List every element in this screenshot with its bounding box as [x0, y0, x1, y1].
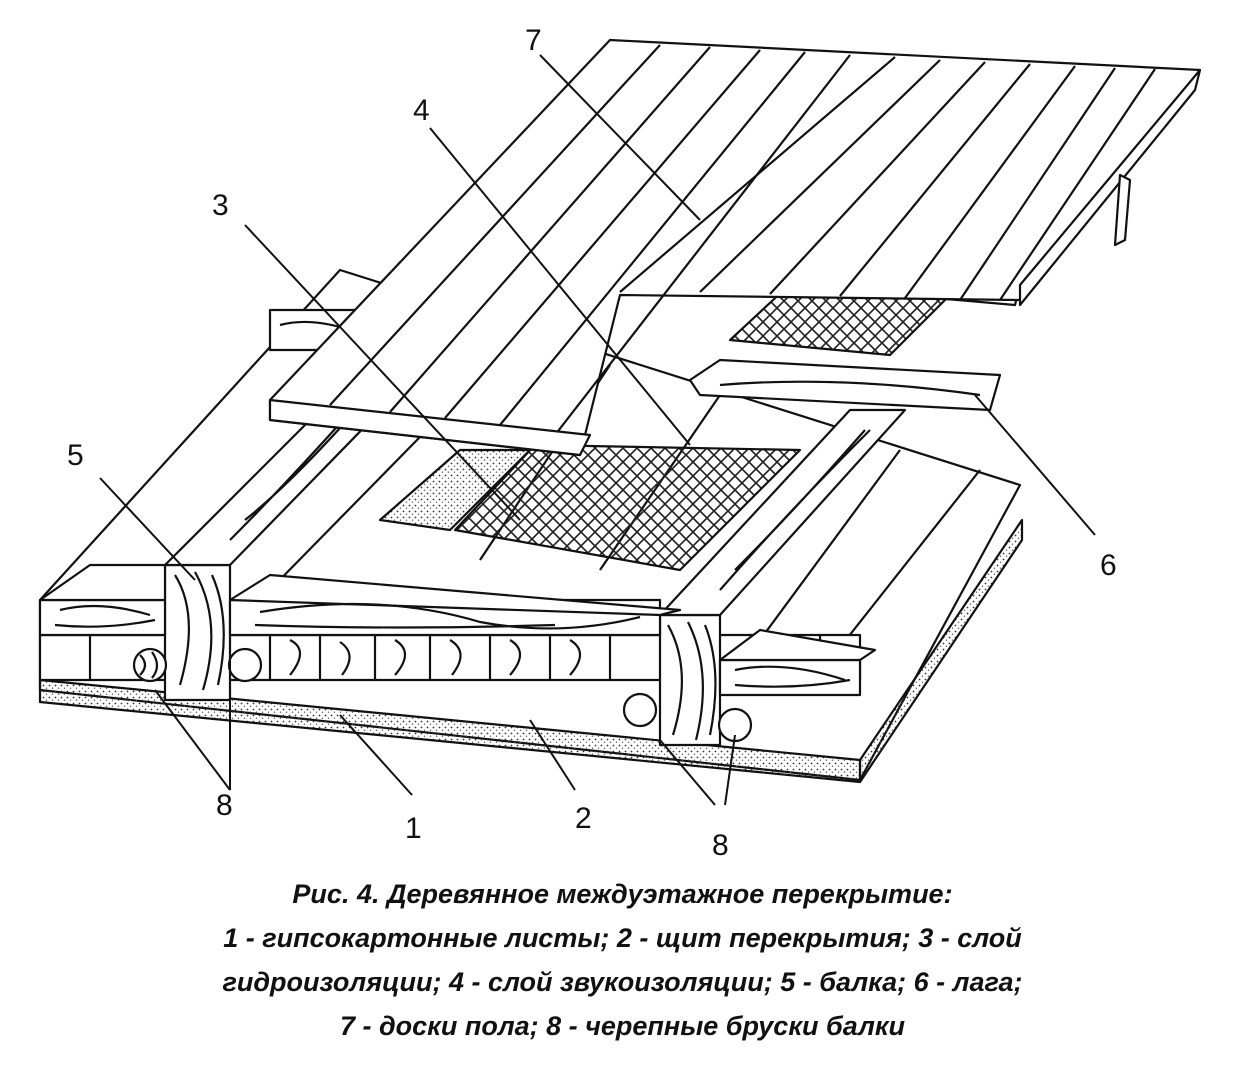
callout-6: 6 — [1100, 549, 1117, 582]
callout-1: 1 — [405, 812, 422, 845]
lag-upper — [688, 358, 1002, 412]
callout-8-left: 8 — [216, 789, 233, 822]
callout-7: 7 — [525, 24, 542, 57]
floor-board-lines — [329, 44, 1156, 436]
left-beam — [163, 563, 232, 702]
figure-caption: Рис. 4. Деревянное междуэтажное перекрыт… — [0, 872, 1245, 1048]
callout-leaders — [99, 54, 1096, 806]
callout-5: 5 — [67, 439, 84, 472]
caption-line-3: гидроизоляции; 4 - слой звукоизоляции; 5… — [222, 967, 1023, 997]
caption-line-4: 7 - доски пола; 8 - черепные бруски балк… — [339, 1011, 906, 1041]
callout-3: 3 — [212, 189, 229, 222]
caption-line-2: 1 - гипсокартонные листы; 2 - щит перекр… — [223, 923, 1022, 953]
callout-2: 2 — [575, 802, 592, 835]
caption-line-1: Рис. 4. Деревянное междуэтажное перекрыт… — [292, 879, 953, 909]
callout-8-right: 8 — [712, 829, 729, 860]
soundproofing-mesh — [453, 443, 802, 572]
callout-4: 4 — [413, 94, 430, 127]
floor-structure-diagram: 7 4 3 5 6 8 1 2 8 — [38, 24, 1202, 860]
